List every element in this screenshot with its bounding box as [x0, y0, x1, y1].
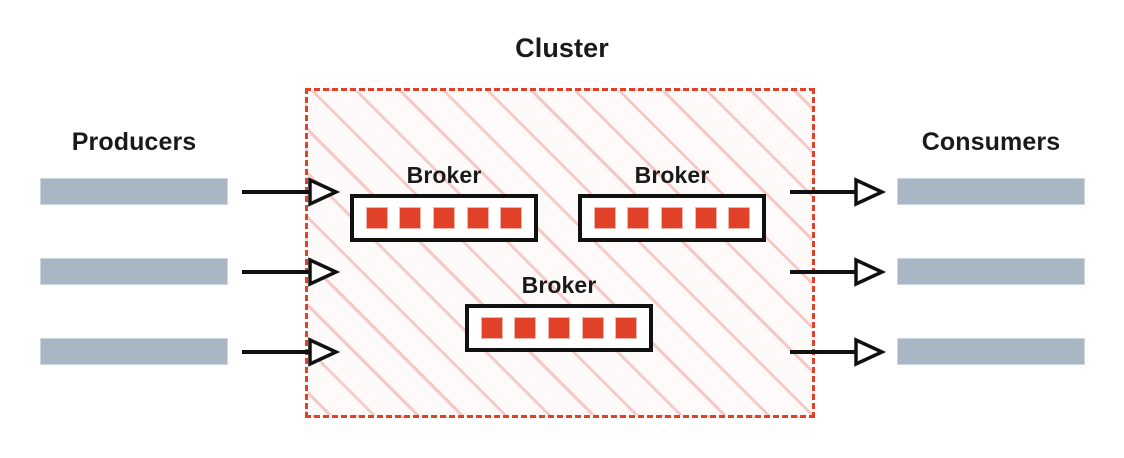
partition-block[interactable]	[365, 207, 388, 229]
partition-block[interactable]	[694, 207, 717, 229]
producer-bar-2[interactable]	[40, 258, 228, 285]
arrowhead-consumer-1-icon	[854, 177, 887, 207]
broker-partition-strip-3	[465, 304, 653, 352]
cluster-region	[305, 88, 815, 418]
broker-partition-strip-2	[578, 194, 766, 242]
consumers-title: Consumers	[921, 128, 1061, 156]
broker-node-1[interactable]: Broker	[350, 162, 538, 242]
cluster-title: Cluster	[515, 33, 609, 63]
partition-block[interactable]	[547, 317, 570, 339]
broker-partition-strip-1	[350, 194, 538, 242]
broker-label-1: Broker	[406, 162, 482, 188]
arrowhead-consumer-2-icon	[854, 257, 887, 287]
broker-label-3: Broker	[521, 272, 597, 298]
partition-block[interactable]	[432, 207, 455, 229]
partition-block[interactable]	[627, 207, 650, 229]
arrowhead-consumer-3-icon	[854, 337, 887, 367]
consumer-bar-2[interactable]	[897, 258, 1085, 285]
partition-block[interactable]	[480, 317, 503, 339]
partition-block[interactable]	[500, 207, 523, 229]
broker-node-3[interactable]: Broker	[465, 272, 653, 352]
broker-label-2: Broker	[634, 162, 710, 188]
producer-bar-1[interactable]	[40, 178, 228, 205]
producer-bar-3[interactable]	[40, 338, 228, 365]
partition-block[interactable]	[581, 317, 604, 339]
producers-title: Producers	[71, 128, 197, 156]
consumer-bar-3[interactable]	[897, 338, 1085, 365]
partition-block[interactable]	[615, 317, 638, 339]
partition-block[interactable]	[660, 207, 683, 229]
partition-block[interactable]	[593, 207, 616, 229]
partition-block[interactable]	[399, 207, 422, 229]
consumer-bar-1[interactable]	[897, 178, 1085, 205]
broker-node-2[interactable]: Broker	[578, 162, 766, 242]
partition-block[interactable]	[728, 207, 751, 229]
partition-block[interactable]	[514, 317, 537, 339]
partition-block[interactable]	[466, 207, 489, 229]
